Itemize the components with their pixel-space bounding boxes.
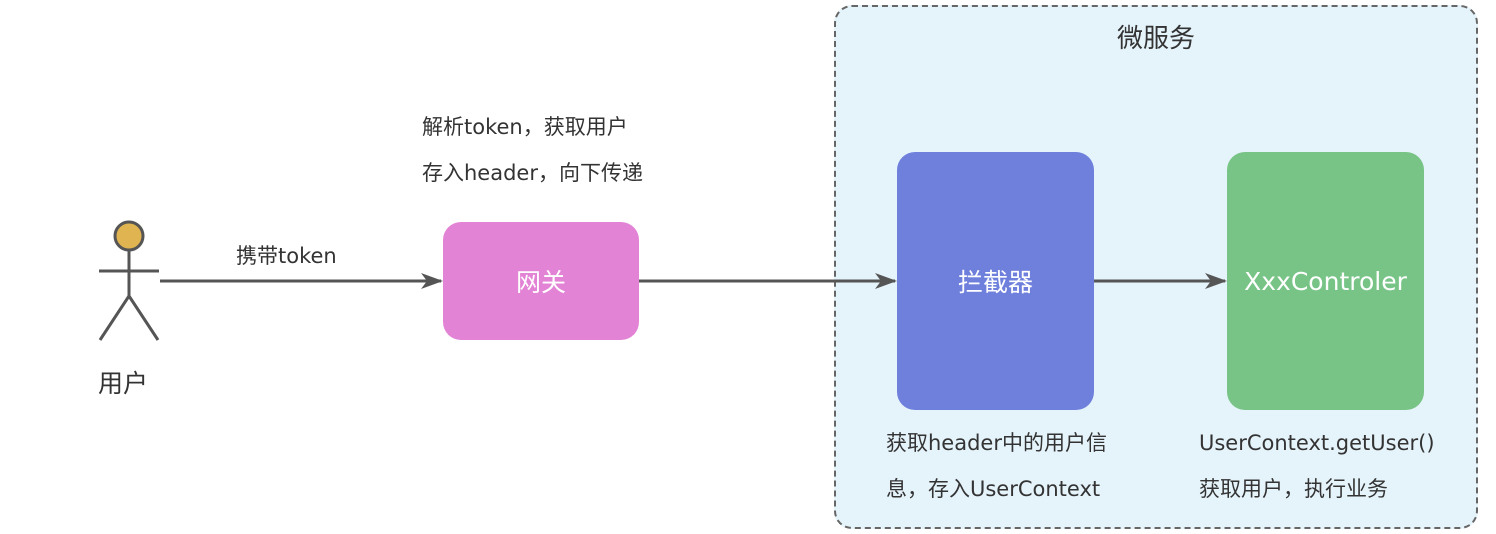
- interceptor-label: 拦截器: [957, 268, 1033, 297]
- microservice-title: 微服务: [1116, 24, 1195, 54]
- controller-note-line1: UserContext.getUser(): [1199, 431, 1435, 455]
- gateway-note: 解析token，获取用户 存入header，向下传递: [422, 104, 643, 196]
- gateway-note-line1: 解析token，获取用户: [422, 115, 628, 139]
- actor-label: 用户: [98, 369, 149, 398]
- gateway-label: 网关: [515, 268, 566, 297]
- controller-label: XxxControler: [1244, 266, 1407, 296]
- controller-node: XxxControler: [1227, 152, 1424, 410]
- interceptor-note-line2: 息，存入UserContext: [886, 477, 1101, 501]
- edge-label-carry-token: 携带token: [236, 244, 337, 268]
- gateway-note-line2: 存入header，向下传递: [422, 161, 643, 185]
- controller-note: UserContext.getUser() 获取用户，执行业务: [1199, 420, 1435, 512]
- controller-note-line2: 获取用户，执行业务: [1199, 477, 1388, 501]
- interceptor-note-line1: 获取header中的用户信: [886, 431, 1107, 455]
- stick-figure-user-icon: [98, 220, 160, 341]
- interceptor-node: 拦截器: [897, 152, 1094, 410]
- gateway-node: 网关: [443, 222, 639, 340]
- interceptor-note: 获取header中的用户信 息，存入UserContext: [886, 420, 1107, 512]
